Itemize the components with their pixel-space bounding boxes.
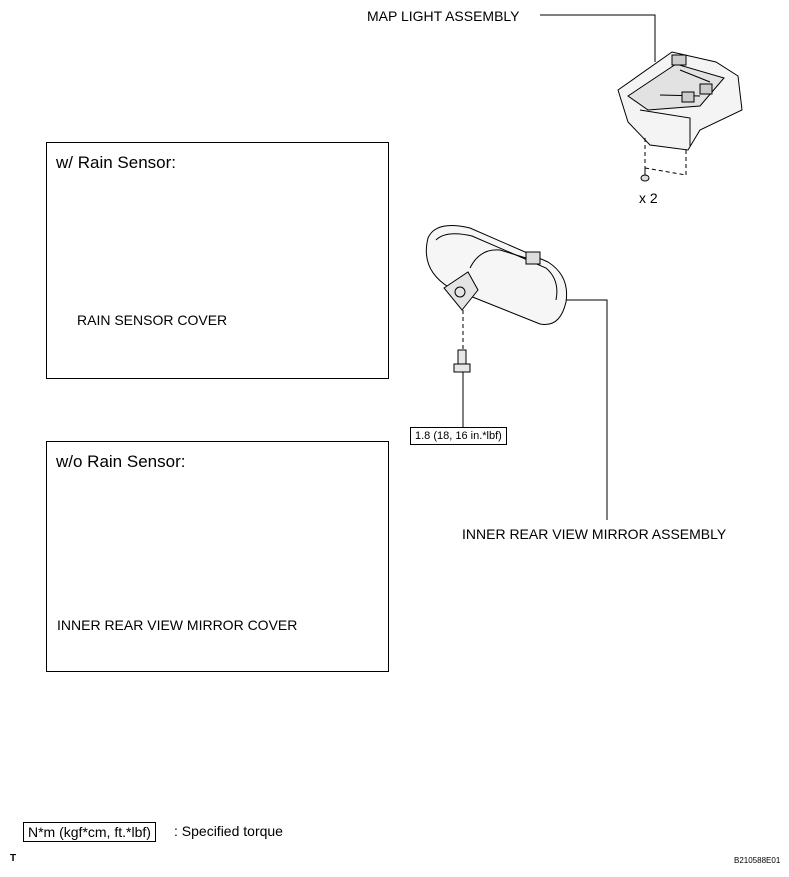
map-light-assembly-drawing (617, 51, 743, 151)
inner-mirror-drawing (425, 225, 568, 326)
mirror-bolt-icon (453, 349, 471, 373)
torque-legend-box: N*m (kgf*cm, ft.*lbf) (23, 822, 156, 842)
map-light-screw-icon (640, 168, 650, 182)
rain-sensor-box-title: w/ Rain Sensor: (56, 153, 176, 172)
map-light-label: MAP LIGHT ASSEMBLY (367, 8, 520, 24)
torque-value-box: 1.8 (18, 16 in.*lbf) (410, 427, 507, 445)
mirror-assembly-leader (566, 299, 608, 520)
no-rain-sensor-box: w/o Rain Sensor: (46, 441, 389, 672)
rain-sensor-box: w/ Rain Sensor: (46, 142, 389, 379)
mirror-assembly-label: INNER REAR VIEW MIRROR ASSEMBLY (462, 526, 727, 542)
figure-code: B210588E01 (734, 856, 781, 865)
footer-mark: T (10, 853, 17, 864)
map-light-qty: x 2 (639, 190, 658, 206)
torque-legend-desc: : Specified torque (174, 823, 283, 839)
no-rain-sensor-box-title: w/o Rain Sensor: (56, 452, 186, 471)
mirror-cover-label: INNER REAR VIEW MIRROR COVER (57, 617, 298, 633)
rain-sensor-cover-label: RAIN SENSOR COVER (77, 312, 228, 328)
map-light-screw-guide (644, 138, 687, 176)
map-light-leader (540, 14, 656, 62)
